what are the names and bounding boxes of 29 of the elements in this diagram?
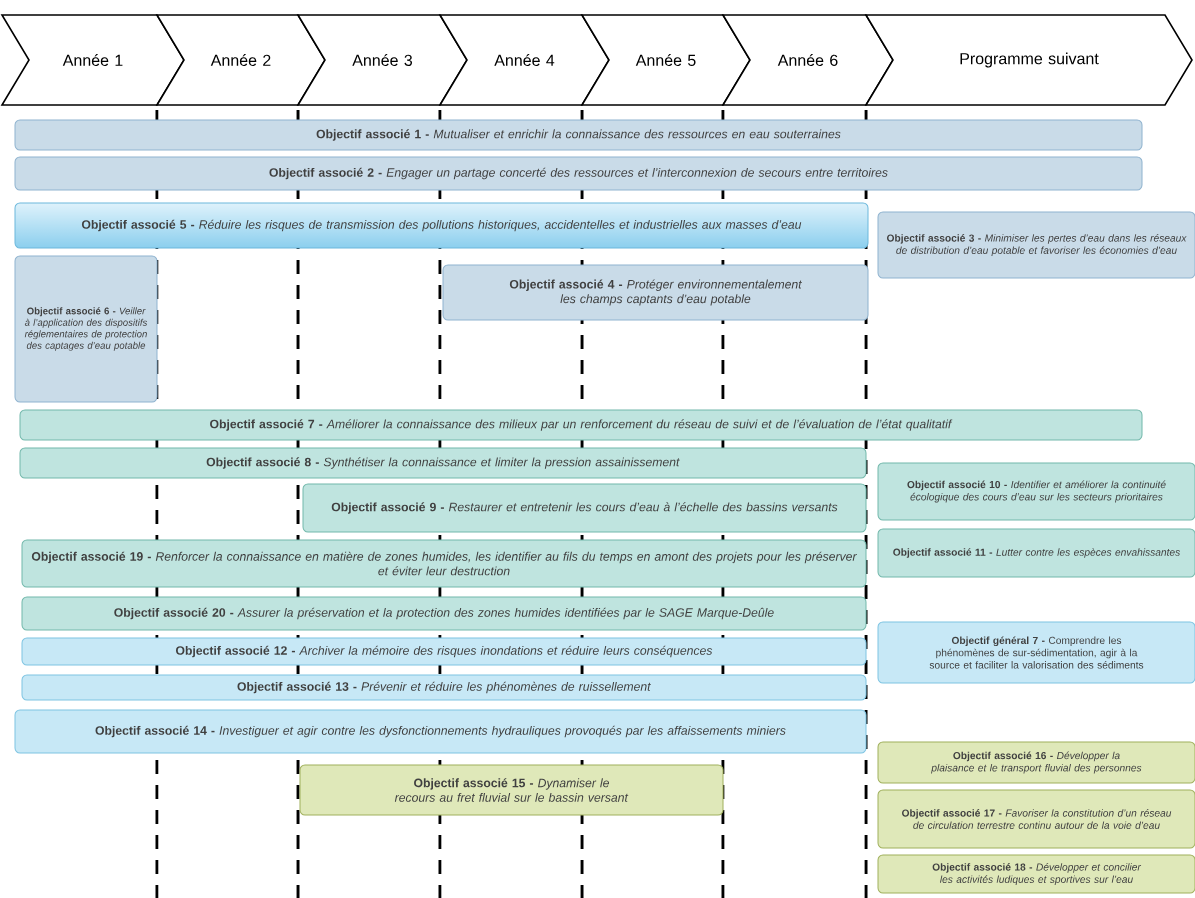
objective-box: Objectif associé 6 - Veiller à l’application des dispositifs réglementaires de protection des captages d’eau potable [14,255,158,403]
objective-box: Objectif général 7 - Comprendre les phénomènes de sur-sédimentation, agir à la source et faciliter la valorisation des sédiments [877,621,1195,684]
objective-box: Objectif associé 2 - Engager un partage concerté des ressources et l’interconnexion de secours entre territoires [14,156,1143,191]
year-band: Année 3 [296,14,468,106]
objective-box: Objectif associé 17 - Favoriser la constitution d’un réseau de circulation terrestre continu autour de la voie d’eau [877,789,1195,849]
objective-box: Objectif associé 10 - Identifier et améliorer la continuité écologique des cours d’eau sur les secteurs prioritaires [877,462,1195,521]
year-band: Année 2 [155,14,326,106]
objective-box: Objectif associé 16 - Développer la plaisance et le transport fluvial des personnes [877,741,1195,784]
year-band: Programme suivant [864,14,1193,106]
objective-box: Objectif associé 20 - Assurer la préservation et la protection des zones humides identifiées par le SAGE Marque-Deûle [21,596,867,631]
objective-box: Objectif associé 15 - Dynamiser le recours au fret fluvial sur le bassin versant [299,764,724,816]
year-band: Année 5 [580,14,751,106]
node-label: Programme suivant [960,52,1099,68]
year-band: Année 1 [0,14,185,106]
objective-box: Objectif associé 11 - Lutter contre les espèces envahissantes [877,528,1195,578]
objective-box: Objectif associé 5 - Réduire les risques de transmission des pollutions historiques, accidentelles et industrielles aux masses d’eau [14,202,869,249]
year-band: Année 4 [438,14,610,106]
objective-box: Objectif associé 1 - Mutualiser et enrichir la connaissance des ressources en eau souterraines [14,119,1143,151]
objective-box: Objectif associé 12 - Archiver la mémoire des risques inondations et réduire leurs conséquences [21,637,867,666]
objective-box: Objectif associé 13 - Prévenir et réduire les phénomènes de ruissellement [21,674,867,701]
objective-box: Objectif associé 8 - Synthétiser la connaissance et limiter la pression assainissement [19,447,867,479]
objective-box: Objectif associé 14 - Investiguer et agir contre les dysfonctionnements hydrauliques provoqués par les affaissements miniers [14,709,867,754]
objective-box: Objectif associé 3 - Minimiser les pertes d’eau dans les réseaux de distribution d’eau potable et favoriser les économies d’eau [877,211,1195,279]
objective-box: Objectif associé 19 - Renforcer la connaissance en matière de zones humides, les identifier au fils du temps en amont des projets pour les préserver et éviter leur destruction [21,539,867,588]
year-band: Année 6 [721,14,894,106]
objective-box: Objectif associé 4 - Protéger environnementalement les champs captants d’eau potable [442,264,869,321]
objective-box: Objectif associé 7 - Améliorer la connaissance des milieux par un renforcement du réseau de suivi et de l’évaluation de l’état qualitatif [19,409,1143,441]
objective-box: Objectif associé 9 - Restaurer et entretenir les cours d’eau à l’échelle des bassins versants [302,483,867,533]
objective-box: Objectif associé 18 - Développer et concilier les activités ludiques et sportives sur l’eau [877,854,1195,894]
